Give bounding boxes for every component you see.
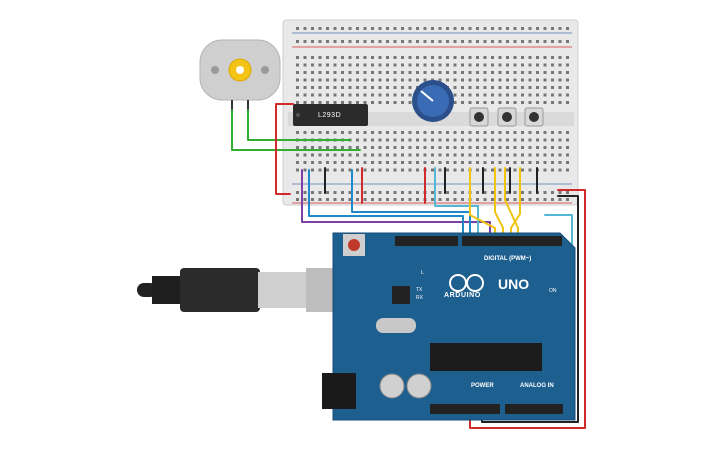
arduino-brand-label: ARDUINO	[444, 292, 481, 299]
on-led-label: ON	[549, 288, 557, 294]
power-header-label: POWER	[471, 383, 494, 389]
tx-led-label: TX	[416, 287, 423, 293]
arduino-model-label: UNO	[498, 276, 530, 292]
usb-cable-icon	[137, 268, 340, 312]
arduino-board[interactable]	[322, 232, 576, 421]
motor-driver-chip[interactable]	[293, 104, 368, 126]
analog-header-label: ANALOG IN	[520, 383, 554, 389]
l-led-label: L	[421, 270, 424, 276]
rx-led-label: RX	[416, 295, 423, 301]
digital-header-label: DIGITAL (PWM~)	[484, 256, 532, 262]
motor-driver-chip-label: L293D	[318, 112, 342, 119]
dc-motor-icon[interactable]	[199, 39, 281, 110]
potentiometer-icon[interactable]	[412, 80, 454, 122]
pushbutton-icon[interactable]	[469, 107, 544, 127]
